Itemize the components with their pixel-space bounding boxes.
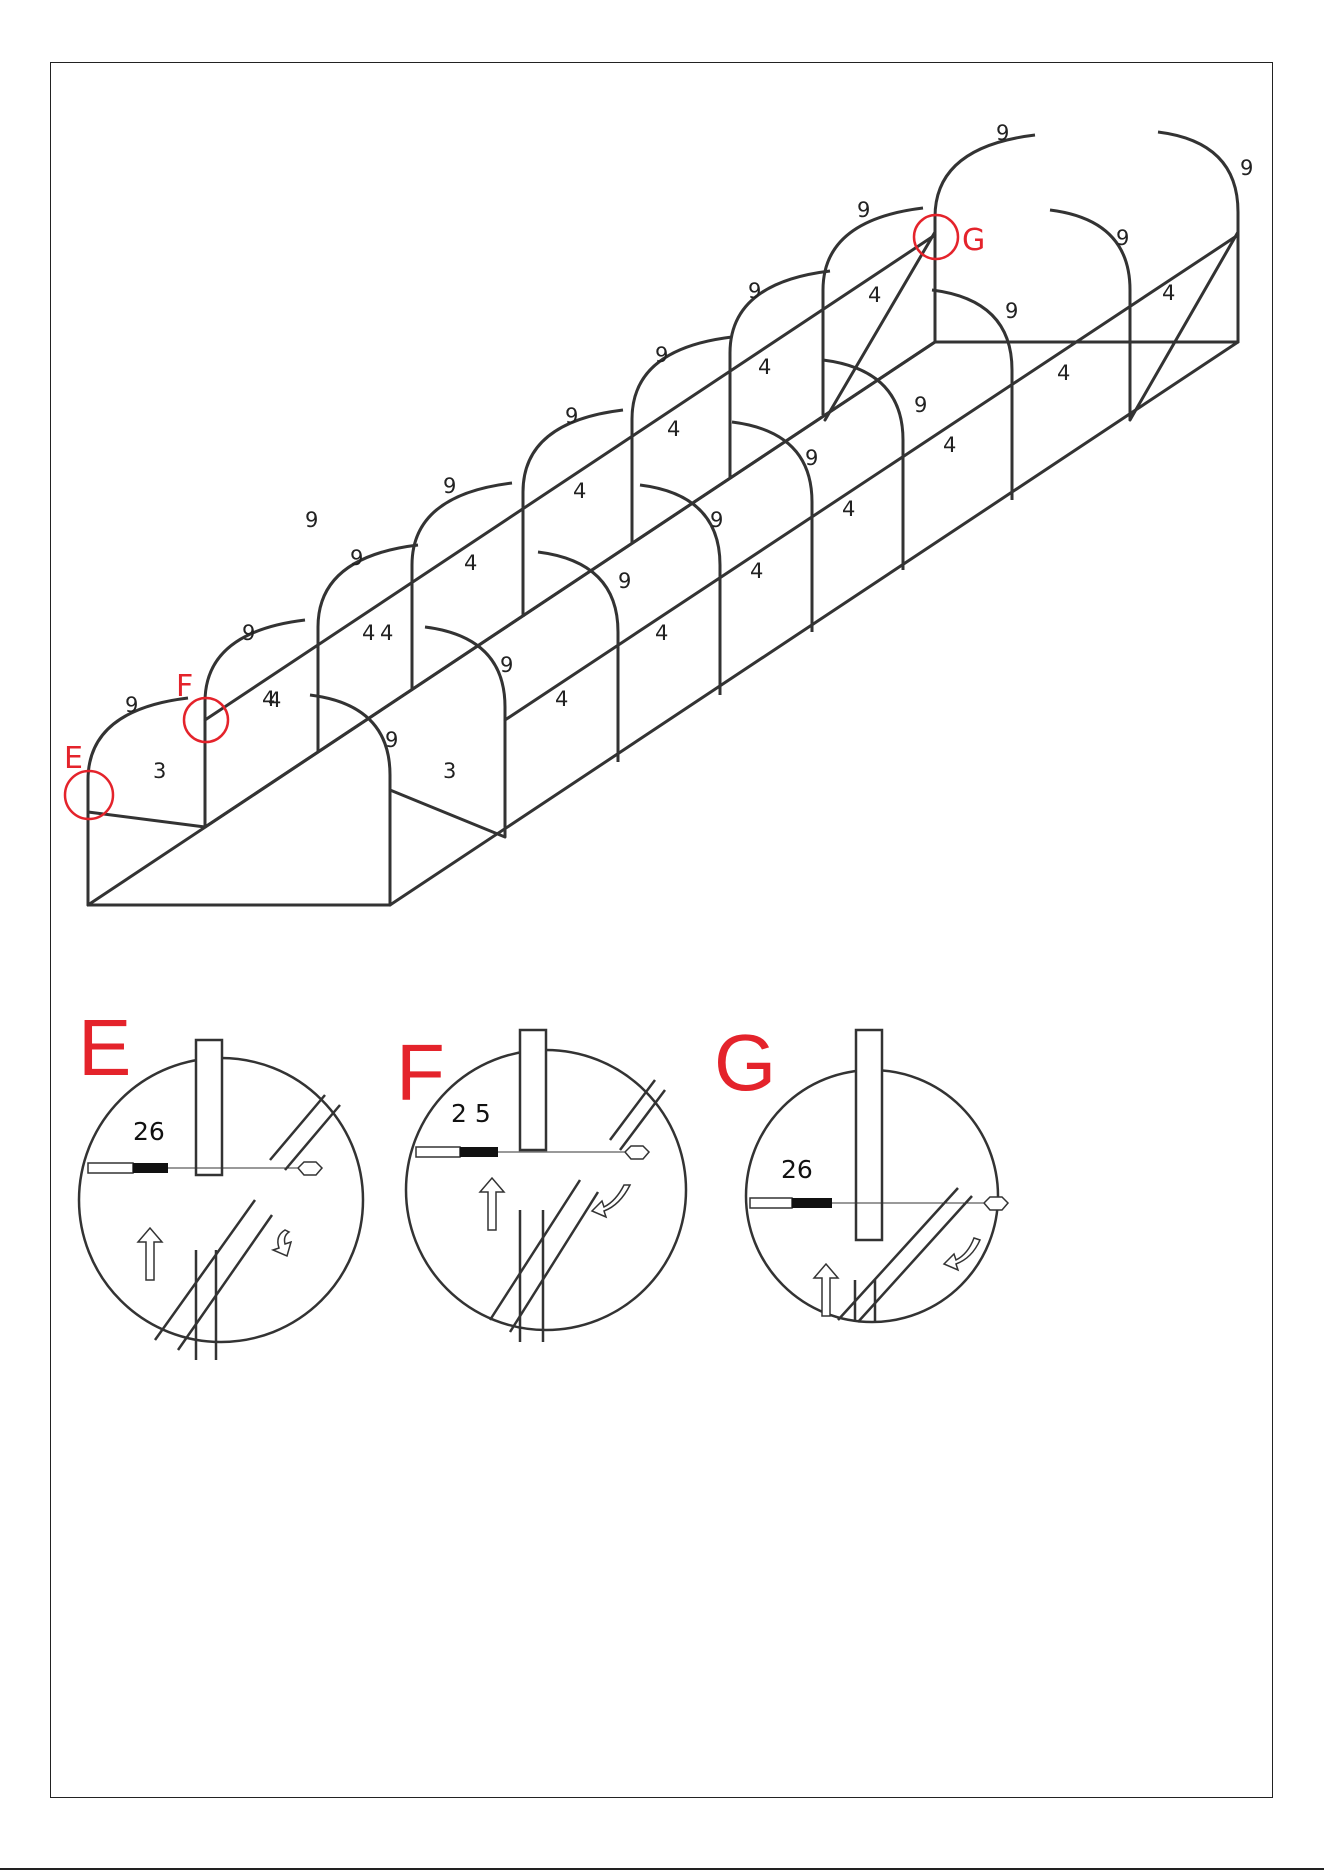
arch-label: 9 <box>914 393 927 417</box>
arch-label: 9 <box>443 474 456 498</box>
arch-tube <box>932 290 1012 500</box>
detail-e: E 26 <box>78 1003 363 1360</box>
arch-tube <box>412 483 512 690</box>
arch-tube <box>205 620 305 827</box>
arch-label: 9 <box>565 404 578 428</box>
arch-tube <box>310 695 390 905</box>
rotate-arrow-icon <box>273 1230 291 1256</box>
callout-label-e: E <box>64 741 83 776</box>
tube-label: 4 <box>667 417 680 441</box>
arch-tube <box>318 545 418 752</box>
top-rail-right <box>505 235 1238 720</box>
top-rail-left <box>205 235 935 720</box>
arch-tube <box>640 485 720 695</box>
diagonal-tube <box>490 1180 580 1320</box>
arch-label: 9 <box>857 198 870 222</box>
brace-tube <box>285 1105 340 1170</box>
up-arrow-icon <box>138 1228 162 1280</box>
bolt-icon <box>416 1147 498 1157</box>
arch-label: 9 <box>1005 299 1018 323</box>
part-number-e: 26 <box>133 1117 165 1146</box>
tube-label: 4 <box>868 283 881 307</box>
tube-label: 4 <box>380 621 393 645</box>
brace-tube <box>610 1080 655 1140</box>
tube-label: 3 <box>443 759 456 783</box>
greenhouse-frame <box>88 232 1238 905</box>
tube-label: 4 <box>943 433 956 457</box>
arch-label: 9 <box>242 621 255 645</box>
tube-label: 4 <box>362 621 375 645</box>
rear-brace-right <box>1130 232 1238 420</box>
arch-label: 9 <box>350 546 363 570</box>
arch-label: 9 <box>1116 226 1129 250</box>
rotate-arrow-icon <box>592 1185 630 1217</box>
front-brace-left <box>88 812 205 827</box>
detail-letter-g: G <box>714 1018 776 1107</box>
detail-letter-e: E <box>78 1003 131 1092</box>
tube-label: 4 <box>1057 361 1070 385</box>
arch-label: 9 <box>385 728 398 752</box>
vertical-tube <box>856 1030 882 1240</box>
tube-label: 4 <box>750 559 763 583</box>
tube-label: 4 <box>758 355 771 379</box>
arch-labels: 9 9 9 9 9 9 9 9 9 9 9 9 9 9 9 9 9 9 9 <box>125 121 1253 752</box>
arch-label: 9 <box>996 121 1009 145</box>
arch-label: 9 <box>500 653 513 677</box>
vertical-tube <box>520 1030 546 1150</box>
brace-tube <box>270 1095 325 1160</box>
base-rail-right <box>390 342 1238 905</box>
arch-tube <box>88 698 188 905</box>
arch-tube <box>538 552 618 762</box>
tube-label: 4 <box>464 551 477 575</box>
vertical-tube <box>196 1040 222 1175</box>
brace-tube <box>620 1090 665 1150</box>
hex-nut-icon <box>298 1162 322 1175</box>
rear-brace-left <box>825 232 935 420</box>
arch-label: 9 <box>1240 156 1253 180</box>
front-brace-right <box>390 790 505 837</box>
part-number-f: 2 5 <box>451 1099 491 1128</box>
callout-label-g: G <box>962 223 985 258</box>
arch-label: 9 <box>655 343 668 367</box>
tube-label: 4 <box>842 497 855 521</box>
arch-label: 9 <box>748 279 761 303</box>
diagonal-tube <box>155 1200 255 1340</box>
bottom-strip <box>0 1868 1324 1872</box>
bolt-icon <box>750 1198 832 1208</box>
tube-label: 3 <box>153 759 166 783</box>
arch-tube <box>1158 132 1238 342</box>
callout-label-f: F <box>176 669 193 704</box>
arch-label: 9 <box>805 446 818 470</box>
diagonal-tube <box>510 1192 598 1332</box>
part-number-g: 26 <box>781 1155 813 1184</box>
arch-label: 9 <box>125 693 138 717</box>
tube-label: 4 <box>268 688 281 712</box>
detail-letter-f: F <box>396 1028 445 1117</box>
diagonal-tube <box>178 1215 272 1350</box>
up-arrow-icon <box>814 1264 838 1316</box>
detail-g: G 26 <box>714 1018 1008 1322</box>
hex-nut-icon <box>625 1146 649 1159</box>
detail-f: F 2 5 <box>396 1028 686 1342</box>
up-arrow-icon <box>480 1178 504 1230</box>
hex-nut-icon <box>984 1197 1008 1210</box>
arch-tube <box>425 627 505 837</box>
rotate-arrow-icon <box>944 1238 980 1270</box>
tube-label: 4 <box>1162 281 1175 305</box>
arch-label: 9 <box>305 508 318 532</box>
arch-tube <box>732 422 812 632</box>
arch-label: 9 <box>618 569 631 593</box>
tube-label: 4 <box>555 687 568 711</box>
bolt-icon <box>88 1163 168 1173</box>
arch-label: 9 <box>710 508 723 532</box>
tube-label: 4 <box>655 621 668 645</box>
tube-label: 4 <box>573 479 586 503</box>
arch-tube <box>523 410 623 617</box>
